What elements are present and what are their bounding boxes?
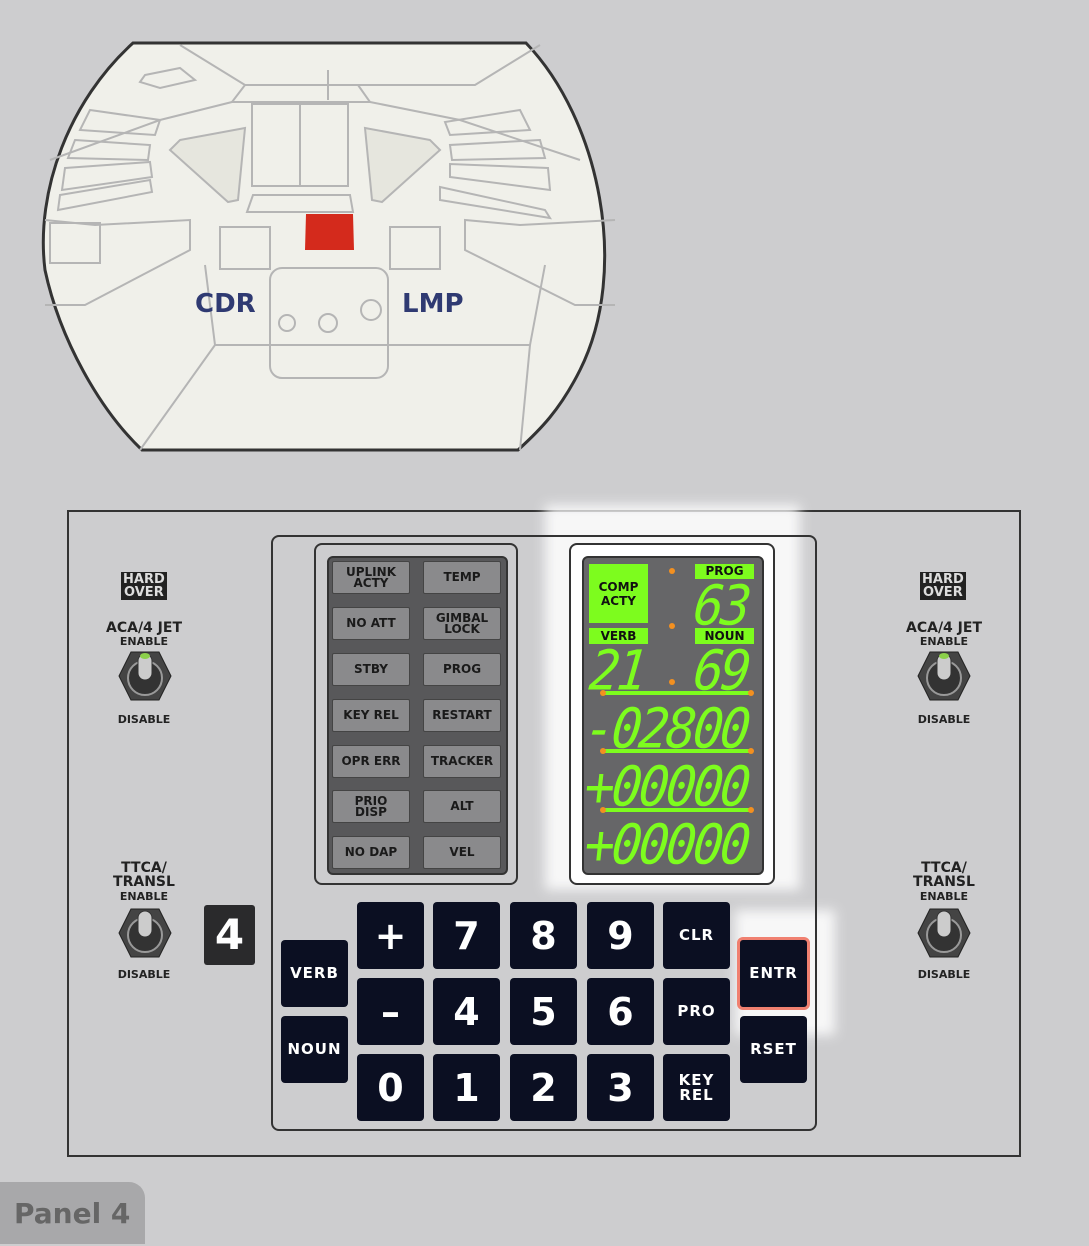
separator — [605, 808, 751, 812]
panel-4-frame — [67, 510, 1021, 1157]
key-5[interactable]: 5 — [510, 978, 577, 1045]
disable-label: DISABLE — [917, 968, 971, 981]
annunciator-light: NO ATT — [332, 607, 410, 640]
disable-label: DISABLE — [117, 713, 171, 726]
ttca-toggle-switch-right[interactable] — [916, 905, 972, 961]
annunciator-light: VEL — [423, 836, 501, 869]
aca-toggle-switch-left[interactable] — [117, 648, 173, 704]
enable-label: ENABLE — [919, 635, 969, 648]
key-7[interactable]: 7 — [433, 902, 500, 969]
aca-label-right: ACA/4 JET — [906, 620, 982, 636]
register-2: +00000 — [581, 755, 751, 819]
ttca-toggle-switch-left[interactable] — [117, 905, 173, 961]
hard-over-label-left: HARD OVER — [121, 572, 167, 600]
key-6[interactable]: 6 — [587, 978, 654, 1045]
highlighted-panel — [305, 214, 354, 250]
plus-key[interactable]: + — [357, 902, 424, 969]
panel-tab: Panel 4 — [0, 1182, 145, 1244]
prog-label: PROG — [695, 564, 754, 579]
cdr-label: CDR — [195, 289, 256, 319]
enable-label: ENABLE — [119, 890, 169, 903]
annunciator-light: NO DAP — [332, 836, 410, 869]
annunciator-light: TRACKER — [423, 745, 501, 778]
indicator-dot — [669, 623, 675, 629]
verb-key[interactable]: VERB — [281, 940, 348, 1007]
separator — [605, 691, 751, 695]
key-1[interactable]: 1 — [433, 1054, 500, 1121]
aca-toggle-switch-right[interactable] — [916, 648, 972, 704]
key-3[interactable]: 3 — [587, 1054, 654, 1121]
indicator-dot — [669, 679, 675, 685]
prog-value: 63 — [690, 574, 752, 638]
annunciator-light: OPR ERR — [332, 745, 410, 778]
annunciator-light: PROG — [423, 653, 501, 686]
comp-acty-light: COMP ACTY — [589, 564, 648, 623]
key-4[interactable]: 4 — [433, 978, 500, 1045]
ttca-label-left: TTCA/ TRANSL — [113, 860, 175, 890]
key-0[interactable]: 0 — [357, 1054, 424, 1121]
hard-over-label-right: HARD OVER — [920, 572, 966, 600]
annunciator-light: GIMBAL LOCK — [423, 607, 501, 640]
annunciator-light: RESTART — [423, 699, 501, 732]
annunciator-light: ALT — [423, 790, 501, 823]
lmp-label: LMP — [402, 289, 464, 319]
cockpit-view: CDR LMP — [41, 41, 616, 452]
noun-label: NOUN — [695, 628, 754, 644]
disable-label: DISABLE — [117, 968, 171, 981]
dsky-panel — [271, 535, 817, 1131]
key-9[interactable]: 9 — [587, 902, 654, 969]
key-2[interactable]: 2 — [510, 1054, 577, 1121]
clr-key[interactable]: CLR — [663, 902, 730, 969]
pro-key[interactable]: PRO — [663, 978, 730, 1045]
minus-key[interactable]: – — [357, 978, 424, 1045]
enable-label: ENABLE — [119, 635, 169, 648]
annunciator-light: UPLINK ACTY — [332, 561, 410, 594]
aca-label-left: ACA/4 JET — [106, 620, 182, 636]
separator — [605, 749, 751, 753]
register-3: +00000 — [581, 813, 751, 877]
step-badge: 4 — [204, 905, 255, 965]
enable-label: ENABLE — [919, 890, 969, 903]
key-8[interactable]: 8 — [510, 902, 577, 969]
noun-key[interactable]: NOUN — [281, 1016, 348, 1083]
verb-label: VERB — [589, 628, 648, 644]
rset-key[interactable]: RSET — [740, 1016, 807, 1083]
annunciator-light: KEY REL — [332, 699, 410, 732]
key-rel-key[interactable]: KEY REL — [663, 1054, 730, 1121]
annunciator-light: TEMP — [423, 561, 501, 594]
entr-key[interactable]: ENTR — [737, 937, 810, 1010]
disable-label: DISABLE — [917, 713, 971, 726]
ttca-label-right: TTCA/ TRANSL — [913, 860, 975, 890]
indicator-dot — [669, 568, 675, 574]
annunciator-light: PRIO DISP — [332, 790, 410, 823]
annunciator-light: STBY — [332, 653, 410, 686]
